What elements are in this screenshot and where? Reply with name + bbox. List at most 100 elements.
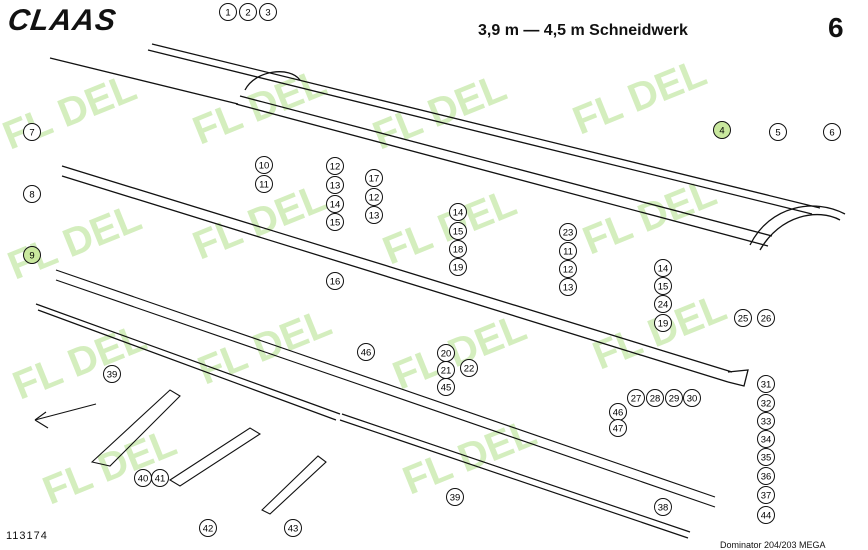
callout-label: 12 xyxy=(369,193,380,204)
watermark-1: FL DEL xyxy=(0,65,142,158)
callout-label: 9 xyxy=(29,251,34,262)
watermark-layer: FL DEL FL DEL FL DEL FL DEL FL DEL FL DE… xyxy=(0,50,732,513)
callout-label: 39 xyxy=(107,370,118,381)
callout-37: 37 xyxy=(757,486,775,504)
callout-label: 24 xyxy=(658,300,669,311)
callout-30: 30 xyxy=(683,389,701,407)
callout-14: 14 xyxy=(326,195,344,213)
callout-7: 7 xyxy=(23,123,41,141)
callout-label: 46 xyxy=(613,408,624,419)
callout-label: 7 xyxy=(29,128,34,139)
watermark-9: FL DEL xyxy=(7,315,153,408)
callout-label: 30 xyxy=(687,394,698,405)
callout-23: 23 xyxy=(559,223,577,241)
callout-label: 35 xyxy=(761,453,772,464)
callout-22: 22 xyxy=(460,359,478,377)
callout-25: 25 xyxy=(734,309,752,327)
callout-label: 19 xyxy=(453,263,464,274)
callout-label: 14 xyxy=(658,264,669,275)
page-number: 6 xyxy=(828,12,844,43)
callout-19: 19 xyxy=(449,258,467,276)
watermark-4: FL DEL xyxy=(567,50,713,143)
callout-label: 41 xyxy=(155,474,166,485)
callout-19: 19 xyxy=(654,314,672,332)
finger-bar xyxy=(61,165,749,387)
callout-label: 42 xyxy=(203,524,214,535)
callout-11: 11 xyxy=(559,242,577,260)
callout-15: 15 xyxy=(449,222,467,240)
callout-38: 38 xyxy=(654,498,672,516)
callout-label: 32 xyxy=(761,399,772,410)
callout-12: 12 xyxy=(326,157,344,175)
callout-3: 3 xyxy=(259,3,277,21)
callout-label: 2 xyxy=(245,8,250,19)
callout-15: 15 xyxy=(654,277,672,295)
callout-46: 46 xyxy=(357,343,375,361)
watermark-2: FL DEL xyxy=(187,60,333,153)
callout-14: 14 xyxy=(654,259,672,277)
watermark-11: FL DEL xyxy=(387,305,533,398)
callout-label: 47 xyxy=(613,424,624,435)
callout-label: 29 xyxy=(669,394,680,405)
callout-label: 19 xyxy=(658,319,669,330)
watermark-10: FL DEL xyxy=(192,300,338,393)
callout-label: 14 xyxy=(330,200,341,211)
callout-label: 8 xyxy=(29,190,34,201)
callout-label: 5 xyxy=(775,128,780,139)
callout-label: 12 xyxy=(330,162,341,173)
callout-label: 18 xyxy=(453,245,464,256)
pressure-rods xyxy=(35,303,691,539)
callout-12: 12 xyxy=(559,260,577,278)
callout-label: 3 xyxy=(265,8,270,19)
callout-label: 15 xyxy=(453,227,464,238)
callout-label: 22 xyxy=(464,364,475,375)
callout-label: 4 xyxy=(719,126,724,137)
callout-label: 15 xyxy=(330,218,341,229)
callout-10: 10 xyxy=(255,156,273,174)
callout-1: 1 xyxy=(219,3,237,21)
callout-21: 21 xyxy=(437,361,455,379)
callout-label: 40 xyxy=(138,474,149,485)
callout-label: 31 xyxy=(761,380,772,391)
callout-13: 13 xyxy=(365,206,383,224)
callout-42: 42 xyxy=(199,519,217,537)
callout-39: 39 xyxy=(103,365,121,383)
callout-32: 32 xyxy=(757,394,775,412)
callout-28: 28 xyxy=(646,389,664,407)
model-label: Dominator 204/203 MEGA xyxy=(720,540,826,550)
callout-34: 34 xyxy=(757,430,775,448)
callout-27: 27 xyxy=(627,389,645,407)
callout-label: 23 xyxy=(563,228,574,239)
callout-label: 16 xyxy=(330,277,341,288)
callout-46: 46 xyxy=(609,403,627,421)
callout-label: 37 xyxy=(761,491,772,502)
callout-label: 13 xyxy=(563,283,574,294)
callout-17: 17 xyxy=(365,169,383,187)
callout-label: 33 xyxy=(761,417,772,428)
callout-label: 13 xyxy=(330,181,341,192)
callout-36: 36 xyxy=(757,467,775,485)
callout-label: 11 xyxy=(563,247,573,258)
callout-label: 46 xyxy=(361,348,372,359)
callout-45: 45 xyxy=(437,378,455,396)
callout-2: 2 xyxy=(239,3,257,21)
callout-26: 26 xyxy=(757,309,775,327)
callout-label: 1 xyxy=(225,8,230,19)
cutter-cover xyxy=(49,43,846,251)
callout-13: 13 xyxy=(326,176,344,194)
callout-label: 20 xyxy=(441,349,452,360)
callout-5: 5 xyxy=(769,123,787,141)
drawing-code: 113174 xyxy=(6,530,48,542)
callout-11: 11 xyxy=(255,175,273,193)
callout-44: 44 xyxy=(757,506,775,524)
callout-16: 16 xyxy=(326,272,344,290)
callout-29: 29 xyxy=(665,389,683,407)
callout-43: 43 xyxy=(284,519,302,537)
callout-label: 21 xyxy=(441,366,452,377)
callout-18: 18 xyxy=(449,240,467,258)
callout-9: 9 xyxy=(23,246,41,264)
callout-8: 8 xyxy=(23,185,41,203)
callout-13: 13 xyxy=(559,278,577,296)
